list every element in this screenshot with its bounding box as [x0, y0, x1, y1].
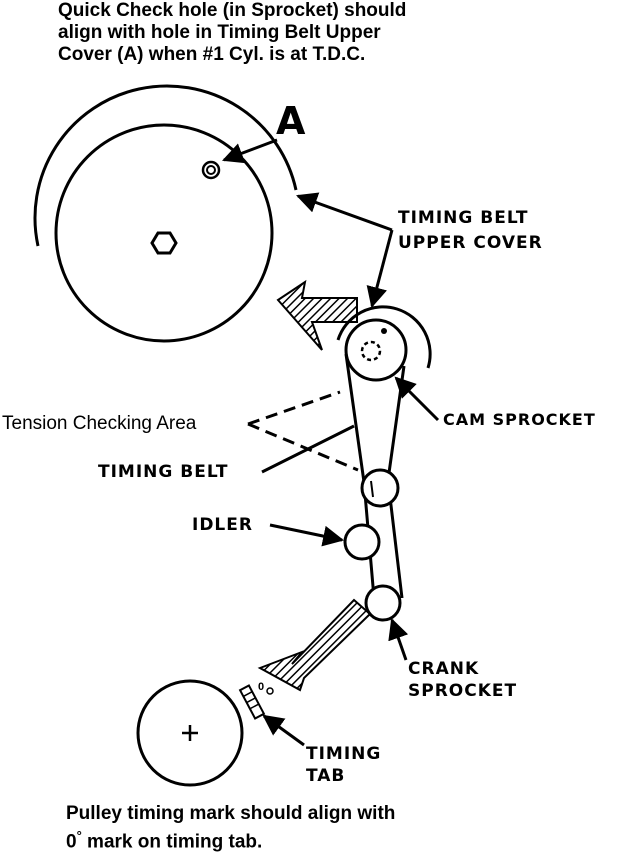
label-tension-checking-area: Tension Checking Area [2, 413, 197, 434]
cam-sprocket-outer [344, 318, 408, 382]
label-timing-belt: TIMING BELT [98, 462, 229, 482]
label-timing-tab-line-2: TAB [306, 766, 346, 786]
idler-leader [269, 523, 345, 547]
crank-pulley [136, 679, 244, 787]
tension-area-dash-1 [247, 390, 341, 426]
bottom-caption-rest: mark on timing tab. [81, 831, 263, 853]
label-crank-line-2: SPROCKET [408, 681, 518, 701]
upper-hatched-arrow [276, 279, 358, 351]
upper-cover-arc [33, 84, 298, 247]
lower-hatched-arrow [257, 598, 372, 692]
label-a: A [276, 99, 306, 143]
crank-sprocket [364, 584, 402, 622]
label-a-arrow [222, 138, 278, 164]
label-timing-tab-line-1: TIMING [306, 744, 382, 764]
label-idler: IDLER [192, 515, 253, 535]
timing-tab-leader [262, 714, 305, 747]
tension-area-dash-2 [247, 422, 359, 472]
bottom-caption-zero: 0 [66, 831, 77, 853]
timing-belt-leader [261, 424, 355, 474]
label-crank-line-1: CRANK [408, 659, 480, 679]
top-caption-line-1: Quick Check hole (in Sprocket) should [58, 0, 407, 21]
upper-cover-leader-1 [296, 192, 393, 232]
label-cam-sprocket: CAM SPROCKET [443, 410, 596, 429]
idler-pulley [343, 523, 381, 561]
top-caption-line-2: align with hole in Timing Belt Upper [58, 22, 381, 43]
cam-sprocket-hub [360, 340, 382, 362]
tensioner-mark [370, 480, 374, 498]
label-upper-cover-line-1: TIMING BELT [398, 208, 529, 228]
hex-bolt-icon [150, 231, 178, 255]
cam-pulley-large [54, 123, 274, 343]
bottom-caption-line-2: 0° mark on timing tab. [66, 825, 262, 853]
top-caption-line-3: Cover (A) when #1 Cyl. is at T.D.C. [58, 44, 366, 65]
label-zero-mark: 0 [258, 681, 265, 693]
crank-sprocket-leader [388, 618, 409, 661]
timing-tab [238, 684, 266, 720]
cam-sprocket-dot [381, 328, 387, 334]
zero-degree-icon [266, 687, 274, 695]
bottom-caption-degree: ° [76, 828, 82, 843]
bottom-caption-line-1: Pulley timing mark should align with [66, 803, 396, 824]
cam-cover-arc [336, 305, 432, 369]
tensioner-pulley [360, 468, 400, 508]
upper-cover-leader-2 [366, 229, 394, 309]
cam-sprocket-leader [394, 376, 440, 422]
label-upper-cover-line-2: UPPER COVER [398, 233, 543, 253]
quick-check-hole-outer [201, 160, 221, 180]
quick-check-hole-inner [206, 165, 216, 175]
